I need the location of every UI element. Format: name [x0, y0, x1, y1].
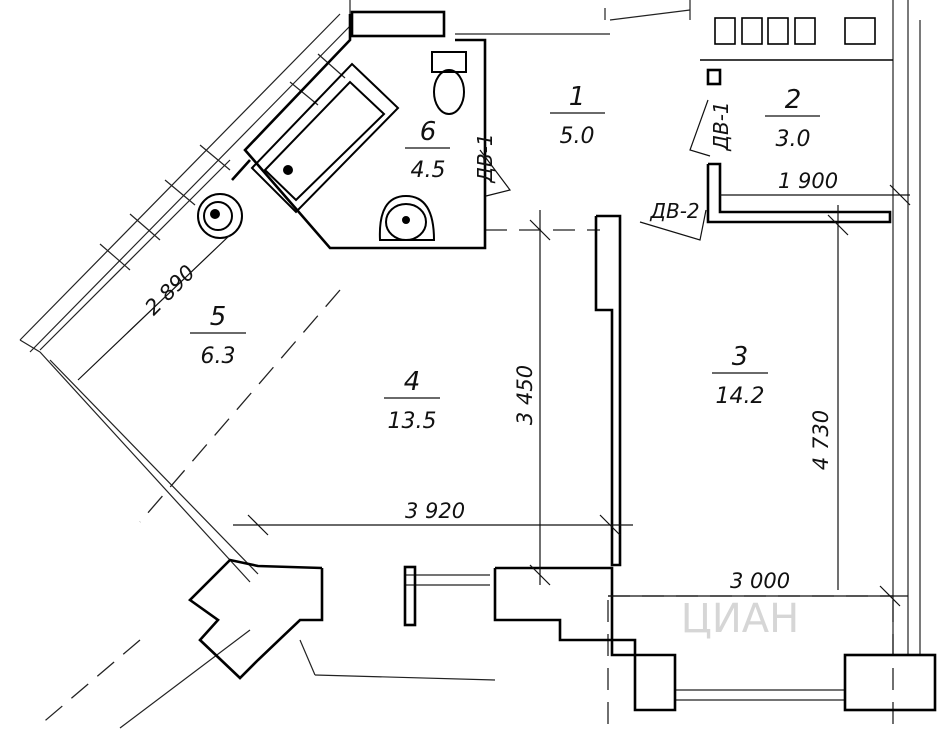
- svg-text:1: 1: [569, 82, 586, 112]
- dimension-4730: 4 730: [809, 410, 833, 470]
- svg-text:4: 4: [404, 367, 421, 397]
- svg-text:13.5: 13.5: [388, 409, 437, 434]
- bathtub-icon: [250, 62, 400, 214]
- dimension-3450: 3 450: [513, 365, 537, 425]
- dimension-3000: 3 000: [730, 569, 790, 593]
- room-label-1: 1 5.0: [550, 82, 605, 149]
- svg-text:5: 5: [210, 302, 227, 332]
- washbasin-icon: [378, 194, 436, 241]
- door-leaders: [479, 99, 711, 241]
- storage-shelves: [700, 17, 893, 61]
- svg-text:3.0: 3.0: [776, 127, 811, 152]
- toilet-icon: [431, 51, 467, 115]
- svg-text:14.2: 14.2: [716, 384, 765, 409]
- room-label-4: 4 13.5: [384, 367, 440, 434]
- room-label-3: 3 14.2: [712, 342, 768, 409]
- dimension-3920: 3 920: [405, 499, 465, 523]
- watermark: ЦИАН: [681, 596, 799, 642]
- door-label-room: ДВ-2: [649, 199, 699, 223]
- room-label-5: 5 6.3: [190, 302, 246, 369]
- room-label-6: 6 4.5: [405, 117, 450, 183]
- dimension-lines: [77, 184, 911, 607]
- door-label-storage: ДВ-1: [709, 101, 733, 151]
- svg-text:6: 6: [420, 117, 437, 147]
- room-label-2: 2 3.0: [765, 85, 820, 152]
- thin-lines: [19, 0, 921, 729]
- dimension-2890: 2 890: [140, 260, 199, 319]
- dimension-1900: 1 900: [778, 169, 838, 193]
- svg-text:2: 2: [785, 85, 802, 115]
- door-label-bath: ДВ-1: [473, 133, 497, 183]
- thick-walls: [187, 10, 937, 712]
- svg-text:3: 3: [732, 342, 749, 372]
- svg-text:4.5: 4.5: [411, 158, 446, 183]
- sink-icon: [197, 193, 243, 239]
- svg-text:5.0: 5.0: [560, 124, 595, 149]
- svg-text:6.3: 6.3: [201, 344, 236, 369]
